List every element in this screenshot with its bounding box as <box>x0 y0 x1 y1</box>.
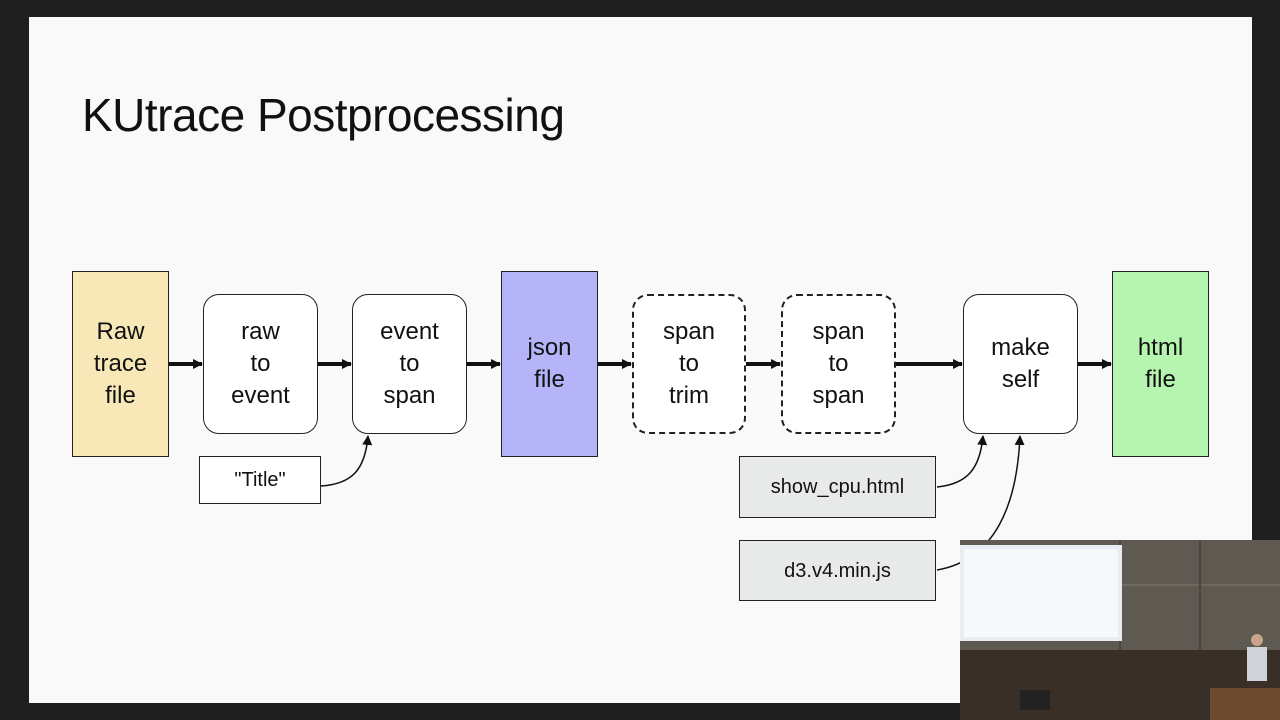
show-cpu-input-box: show_cpu.html <box>739 456 936 518</box>
span-to-span-label: span to span <box>812 318 865 409</box>
raw-to-event-label: raw to event <box>231 318 290 409</box>
json-file-label: json file <box>527 334 572 393</box>
speaker-video-scene <box>960 540 1280 720</box>
arrow-d3-to-makeself <box>936 435 1025 571</box>
event-to-span-node: event to span <box>352 294 467 434</box>
raw-trace-file-node: Raw trace file <box>72 271 169 457</box>
html-file-label: html file <box>1137 334 1184 393</box>
arrow-showcpu-to-makeself <box>936 435 988 488</box>
speaker-video-inset <box>960 540 1280 720</box>
d3-label: d3.v4.min.js <box>784 559 891 582</box>
event-to-span-label: event to span <box>380 318 439 409</box>
span-to-trim-label: span to trim <box>662 318 716 409</box>
span-to-span-node: span to span <box>781 294 896 434</box>
span-to-trim-node: span to trim <box>632 294 746 434</box>
make-self-label: make self <box>991 334 1050 393</box>
slide-title: KUtrace Postprocessing <box>82 89 565 141</box>
d3-input-box: d3.v4.min.js <box>739 540 936 601</box>
show-cpu-label: show_cpu.html <box>770 476 905 498</box>
title-input-box: "Title" <box>199 456 321 504</box>
title-input-label: "Title" <box>234 469 286 491</box>
html-file-node: html file <box>1112 271 1209 457</box>
make-self-node: make self <box>963 294 1078 434</box>
raw-to-event-node: raw to event <box>203 294 318 434</box>
json-file-node: json file <box>501 271 598 457</box>
arrow-title-to-eventtospan <box>320 435 373 487</box>
raw-trace-file-label: Raw trace file <box>93 318 148 409</box>
